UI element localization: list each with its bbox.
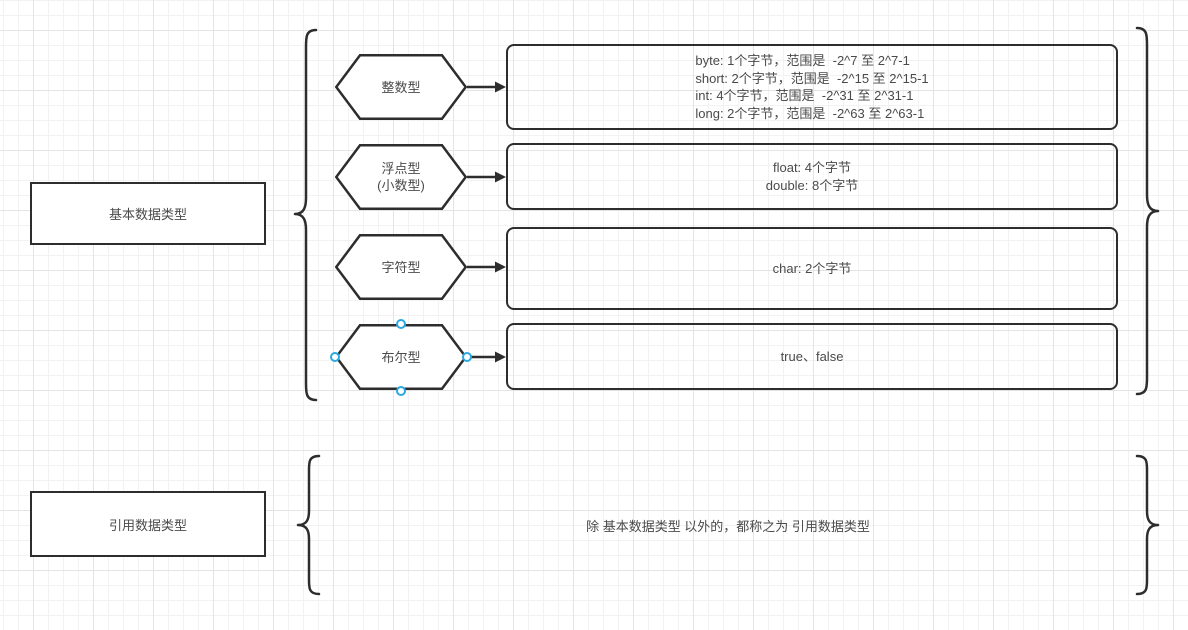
- brace-right-reference[interactable]: [1134, 454, 1160, 596]
- hexagon-integer-type[interactable]: 整数型: [335, 54, 467, 120]
- hexagon-float-label-line2: (小数型): [377, 178, 425, 193]
- hexagon-float-type[interactable]: 浮点型 (小数型): [335, 144, 467, 210]
- brace-left-basic[interactable]: [293, 28, 319, 402]
- arrow-boolean[interactable]: [467, 350, 507, 364]
- detail-box-integer[interactable]: byte: 1个字节，范围是 -2^7 至 2^7-1 short: 2个字节，…: [506, 44, 1118, 130]
- hexagon-char-label: 字符型: [381, 259, 421, 275]
- detail-box-char[interactable]: char: 2个字节: [506, 227, 1118, 310]
- brace-left-reference[interactable]: [296, 454, 322, 596]
- detail-box-boolean[interactable]: true、false: [506, 323, 1118, 390]
- hexagon-shape: [335, 54, 467, 120]
- hexagon-char-type[interactable]: 字符型: [335, 234, 467, 300]
- detail-box-float[interactable]: float: 4个字节 double: 8个字节: [506, 143, 1118, 210]
- arrow-char[interactable]: [467, 260, 507, 274]
- basic-data-types-box[interactable]: 基本数据类型: [30, 182, 266, 245]
- hexagon-shape: [335, 234, 467, 300]
- boolean-detail-text: true、false: [780, 348, 844, 364]
- arrow-float[interactable]: [467, 170, 507, 184]
- hexagon-boolean-type[interactable]: 布尔型: [335, 324, 467, 390]
- reference-note-text[interactable]: 除 基本数据类型 以外的，都称之为 引用数据类型: [586, 519, 870, 534]
- connection-point-bottom[interactable]: [396, 386, 406, 396]
- reference-data-types-label: 引用数据类型: [108, 517, 187, 533]
- connection-point-left[interactable]: [330, 352, 340, 362]
- brace-right-basic[interactable]: [1134, 26, 1160, 396]
- reference-data-types-box[interactable]: 引用数据类型: [30, 491, 266, 557]
- hexagon-float-label: 浮点型: [381, 161, 421, 176]
- float-detail-text: float: 4个字节 double: 8个字节: [765, 160, 859, 193]
- char-detail-text: char: 2个字节: [772, 260, 852, 276]
- connection-point-right[interactable]: [462, 352, 472, 362]
- hexagon-boolean-label: 布尔型: [381, 349, 421, 365]
- connection-point-top[interactable]: [396, 319, 406, 329]
- integer-detail-text: byte: 1个字节，范围是 -2^7 至 2^7-1 short: 2个字节，…: [695, 53, 929, 121]
- arrow-integer[interactable]: [467, 80, 507, 94]
- hexagon-shape: [335, 144, 467, 210]
- hexagon-integer-label: 整数型: [381, 79, 421, 95]
- basic-data-types-label: 基本数据类型: [108, 207, 187, 222]
